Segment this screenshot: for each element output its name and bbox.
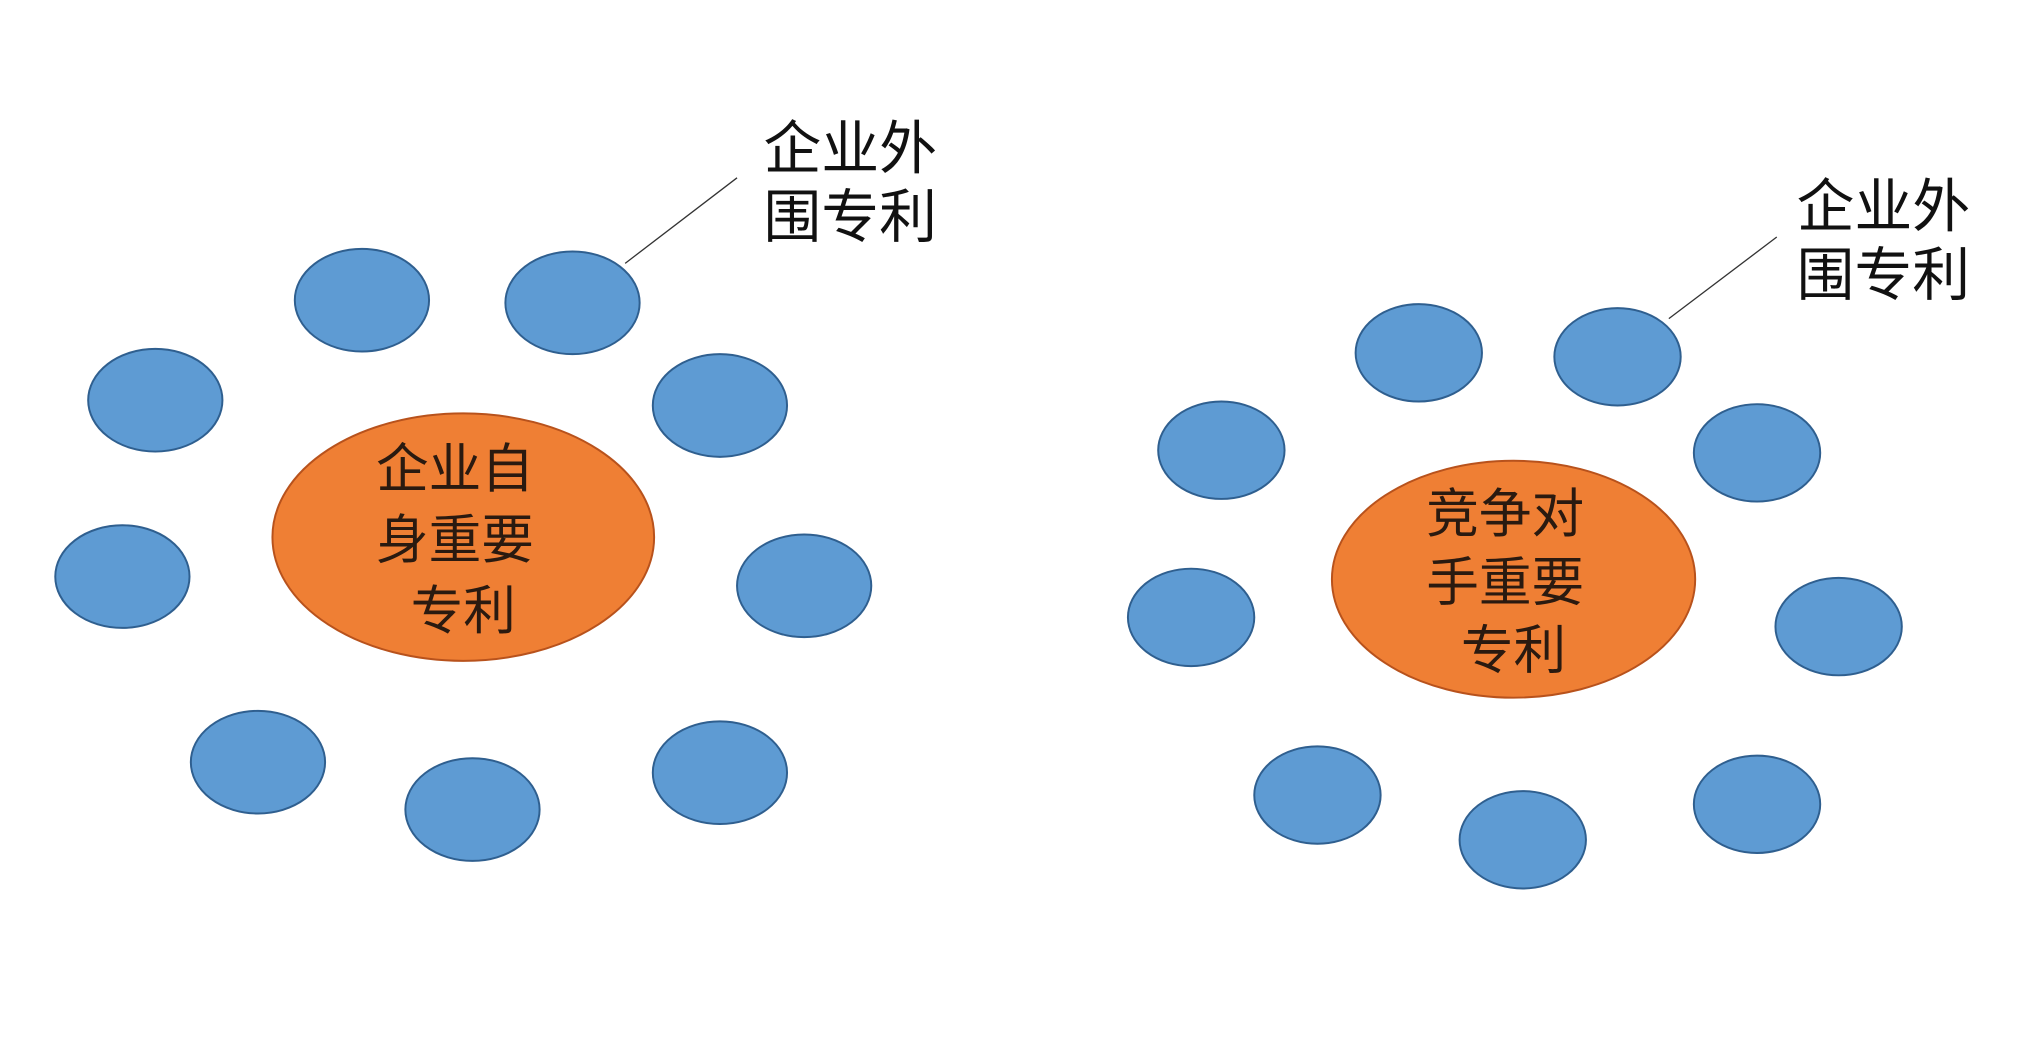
peripheral-patent-circle: [54, 524, 191, 629]
callout-line: 企业外: [1797, 173, 1971, 241]
peripheral-patent-circle: [404, 757, 541, 862]
competitor-patent-cluster: 企业外 围专利 竞争对 手重要 专利: [1126, 173, 1989, 890]
peripheral-patent-circle: [1157, 400, 1286, 500]
core-line: 竞争对: [1426, 484, 1584, 545]
core-label: 企业自 身重要 专利: [376, 439, 551, 642]
peripheral-patent-circle: [189, 709, 327, 815]
core-line: 企业自: [376, 439, 534, 500]
peripheral-patent-circle: [1774, 576, 1903, 677]
peripheral-patent-circle: [293, 247, 431, 353]
core-patent-ellipse: [271, 412, 656, 662]
peripheral-patent-circle: [651, 353, 789, 458]
peripheral-patent-circle: [1553, 307, 1682, 407]
callout-line: 围专利: [1797, 241, 1971, 309]
peripheral-patent-circle: [651, 720, 789, 826]
peripheral-patent-circle: [1354, 303, 1483, 403]
core-label: 竞争对 手重要 专利: [1426, 484, 1601, 682]
peripheral-patent-circle: [1692, 403, 1822, 503]
peripheral-patent-circle: [504, 250, 641, 356]
peripheral-patent-circle: [1253, 745, 1382, 845]
peripheral-patent-circle: [1126, 567, 1256, 668]
own-patent-cluster: 企业外 围专利 企业自 身重要 专利: [54, 115, 955, 862]
peripheral-patent-circle: [1458, 790, 1587, 890]
peripheral-patent-circle: [87, 347, 224, 453]
peripheral-patent-circle: [1692, 754, 1822, 854]
peripheral-patent-circle: [736, 533, 873, 639]
core-patent-ellipse: [1330, 459, 1697, 699]
core-line: 专利: [1461, 621, 1566, 682]
callout-label: 企业外 围专利: [763, 115, 955, 251]
callout-label: 企业外 围专利: [1797, 173, 1989, 309]
callout-line: 企业外: [763, 115, 937, 183]
core-line: 专利: [411, 581, 516, 642]
core-line: 身重要: [376, 510, 534, 571]
callout-leader-line: [624, 177, 738, 264]
callout-leader-line: [1668, 236, 1778, 320]
core-line: 手重要: [1426, 552, 1584, 613]
callout-line: 围专利: [763, 183, 937, 251]
